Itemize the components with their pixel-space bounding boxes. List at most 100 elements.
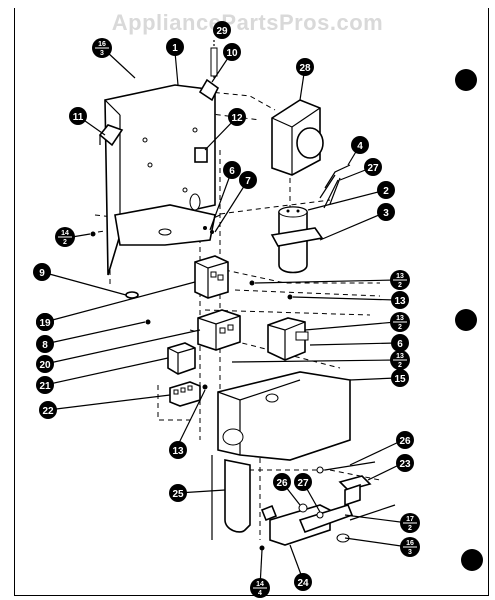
callout-6-lower: 6 bbox=[391, 334, 409, 352]
callout-1: 1 bbox=[166, 38, 184, 56]
screw-6-upper bbox=[203, 226, 207, 230]
binder-hole-top bbox=[455, 69, 477, 91]
callout-7: 7 bbox=[239, 171, 257, 189]
svg-text:20: 20 bbox=[39, 360, 51, 371]
svg-text:2: 2 bbox=[408, 525, 412, 532]
callout-27-upper: 27 bbox=[364, 158, 382, 176]
screw-7 bbox=[210, 230, 214, 234]
callout-23: 23 bbox=[396, 454, 414, 472]
fraction-callout-17-2: 17 2 bbox=[400, 513, 420, 533]
svg-text:13: 13 bbox=[396, 315, 404, 322]
svg-text:21: 21 bbox=[39, 381, 51, 392]
svg-text:10: 10 bbox=[226, 48, 238, 59]
svg-text:6: 6 bbox=[229, 166, 235, 177]
svg-text:16: 16 bbox=[98, 41, 106, 48]
svg-text:26: 26 bbox=[399, 436, 411, 447]
callout-4: 4 bbox=[351, 136, 369, 154]
nut-27-upper bbox=[316, 466, 324, 474]
svg-text:2: 2 bbox=[383, 186, 389, 197]
callout-15: 15 bbox=[391, 369, 409, 387]
svg-text:9: 9 bbox=[39, 268, 45, 279]
svg-text:12: 12 bbox=[231, 113, 243, 124]
solenoid-coil bbox=[324, 461, 396, 521]
fraction-callout-16-3-top: 16 3 bbox=[92, 38, 112, 58]
valve-cover-panel bbox=[217, 371, 351, 461]
svg-text:7: 7 bbox=[245, 176, 251, 187]
callout-28: 28 bbox=[296, 58, 314, 76]
callout-12: 12 bbox=[228, 108, 246, 126]
diagram-frame bbox=[14, 8, 489, 596]
fraction-callout-13-2-a: 13 2 bbox=[390, 270, 410, 290]
svg-text:29: 29 bbox=[216, 26, 228, 37]
reversing-valve bbox=[260, 504, 354, 546]
fraction-callout-16-3-br: 16 3 bbox=[400, 537, 420, 557]
svg-text:2: 2 bbox=[398, 324, 402, 331]
screw-13-upper bbox=[249, 280, 255, 286]
svg-text:27: 27 bbox=[367, 163, 379, 174]
svg-text:19: 19 bbox=[39, 318, 51, 329]
svg-text:11: 11 bbox=[73, 112, 84, 123]
callout-20: 20 bbox=[36, 355, 54, 373]
callout-25: 25 bbox=[169, 484, 187, 502]
callout-26-upper: 26 bbox=[396, 431, 414, 449]
fan-motor bbox=[271, 99, 324, 176]
svg-text:6: 6 bbox=[397, 339, 403, 350]
small-relay bbox=[194, 147, 208, 163]
svg-text:2: 2 bbox=[63, 239, 67, 246]
mounting-strap bbox=[198, 78, 220, 102]
callout-21: 21 bbox=[36, 376, 54, 394]
screw-13-right bbox=[287, 294, 293, 300]
terminal-cover bbox=[167, 342, 196, 375]
leader-lines bbox=[41, 51, 409, 588]
svg-text:13: 13 bbox=[396, 273, 404, 280]
svg-text:25: 25 bbox=[172, 489, 184, 500]
callout-3: 3 bbox=[377, 203, 395, 221]
callout-6-upper: 6 bbox=[223, 161, 241, 179]
svg-text:13: 13 bbox=[396, 353, 404, 360]
svg-text:3: 3 bbox=[383, 208, 389, 219]
callout-2: 2 bbox=[377, 181, 395, 199]
control-box-panel bbox=[104, 84, 221, 276]
callout-19-label: 19 bbox=[36, 313, 54, 331]
fraction-callout-13-2-c: 13 2 bbox=[390, 350, 410, 370]
fraction-callout-14-2-left: 14 2 bbox=[55, 227, 75, 247]
callout-13-right: 13 bbox=[391, 291, 409, 309]
capacitor-strap bbox=[270, 227, 324, 247]
binder-hole-middle bbox=[455, 309, 477, 331]
watermark: AppliancePartsPros.com bbox=[111, 10, 384, 35]
svg-text:15: 15 bbox=[394, 374, 406, 385]
nut-26-lower bbox=[298, 503, 308, 513]
callout-27-lower: 27 bbox=[294, 473, 312, 491]
refrigerant-pipe bbox=[211, 455, 251, 540]
svg-text:4: 4 bbox=[357, 141, 363, 152]
svg-text:24: 24 bbox=[297, 578, 309, 589]
screw-8 bbox=[145, 319, 151, 325]
svg-text:3: 3 bbox=[408, 549, 412, 556]
callout-8: 8 bbox=[36, 335, 54, 353]
callout-26-lower: 26 bbox=[273, 473, 291, 491]
screw-13-lower bbox=[202, 384, 208, 390]
svg-text:13: 13 bbox=[394, 296, 406, 307]
binder-hole-bottom bbox=[461, 549, 483, 571]
callout-9: 9 bbox=[33, 263, 51, 281]
screw-14-bottom bbox=[259, 545, 265, 551]
callout-29: 29 bbox=[213, 21, 231, 39]
fraction-callout-14-4-bottom: 14 4 bbox=[250, 578, 270, 598]
svg-text:1: 1 bbox=[172, 43, 178, 54]
svg-text:23: 23 bbox=[399, 459, 411, 470]
svg-text:3: 3 bbox=[100, 50, 104, 57]
wire-harness bbox=[319, 164, 351, 209]
svg-text:14: 14 bbox=[61, 230, 69, 237]
svg-text:8: 8 bbox=[42, 340, 48, 351]
svg-text:4: 4 bbox=[258, 590, 262, 597]
side-bracket bbox=[98, 124, 124, 147]
svg-text:14: 14 bbox=[256, 581, 264, 588]
selector-switch bbox=[267, 317, 309, 361]
callout-11: 11 bbox=[69, 107, 87, 125]
screw-left bbox=[90, 231, 96, 237]
svg-text:2: 2 bbox=[398, 282, 402, 289]
svg-text:13: 13 bbox=[172, 446, 184, 457]
